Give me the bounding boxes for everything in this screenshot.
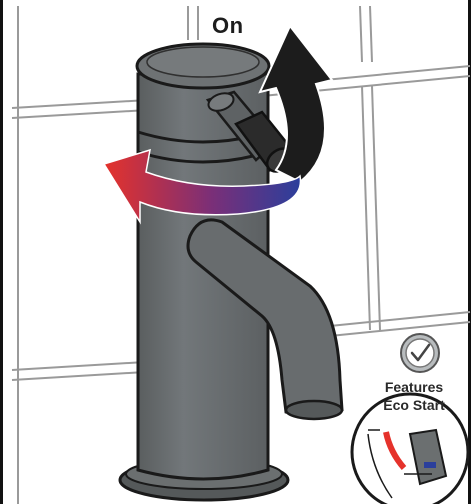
badge-line-eco-start: Eco Start xyxy=(352,397,471,413)
check-circle-icon xyxy=(401,334,439,372)
spout-outlet xyxy=(286,401,342,419)
on-label: On xyxy=(212,13,244,39)
badge-line-features: Features xyxy=(352,379,471,395)
